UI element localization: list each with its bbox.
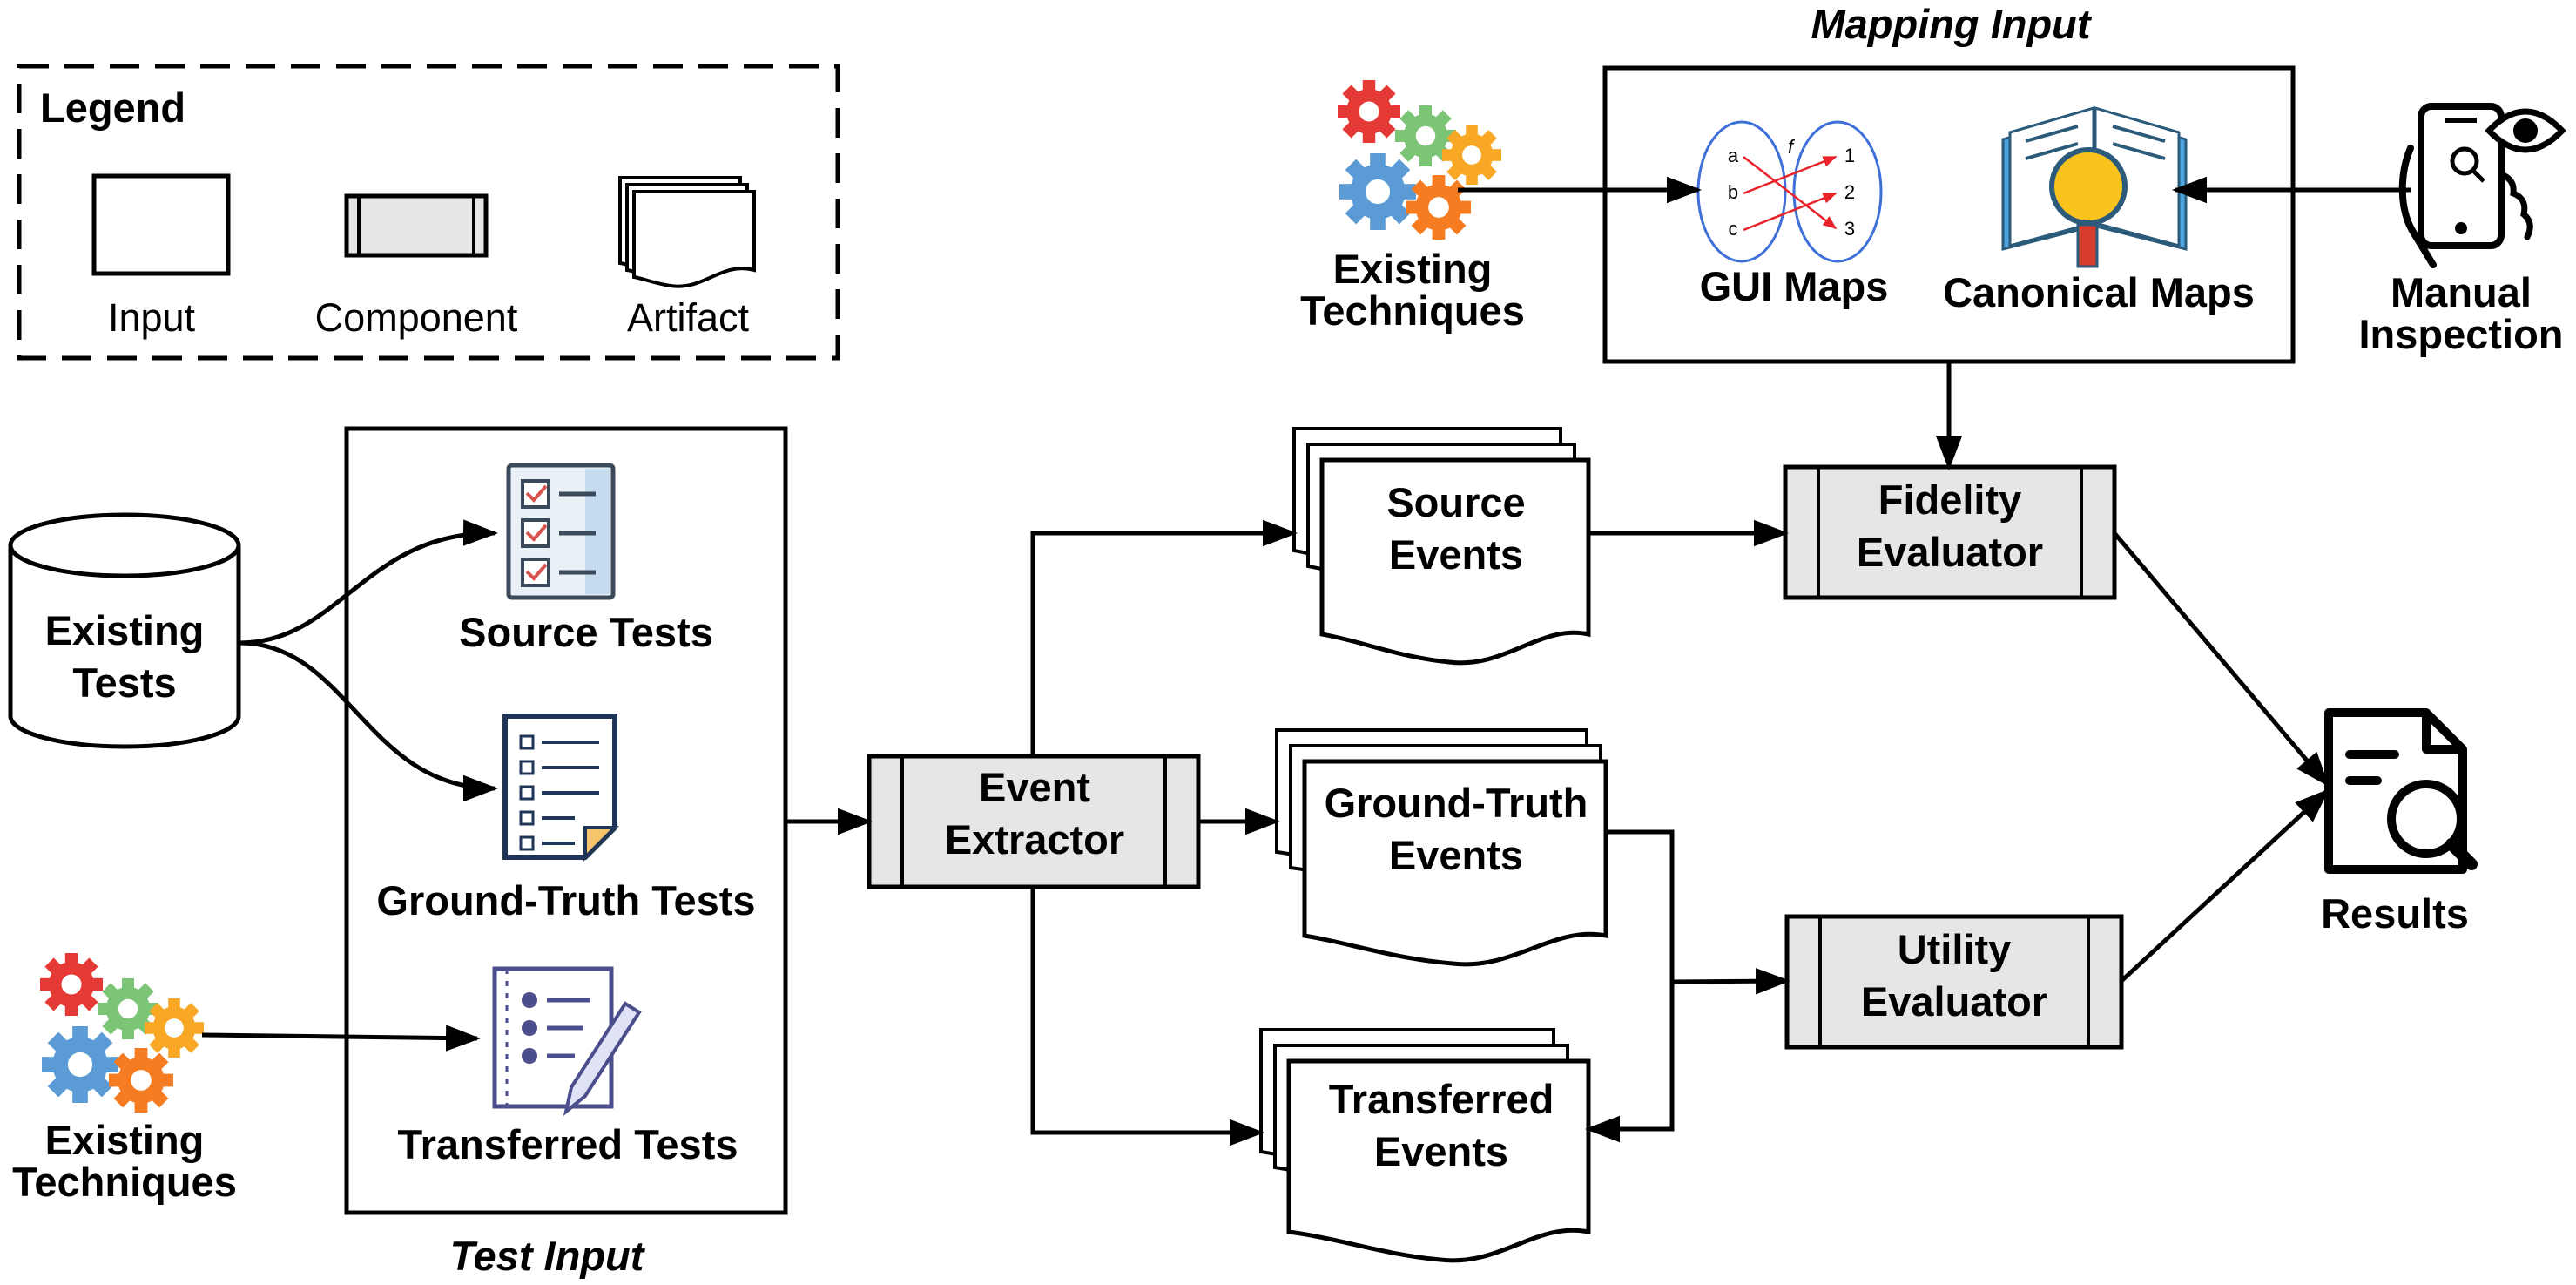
utility-evaluator-label-2: Evaluator bbox=[1861, 978, 2047, 1025]
mapping-input-group: Mapping Input a b c 1 2 3 f GUI Maps bbox=[1602, 1, 2296, 364]
function-mapping-icon: a b c 1 2 3 f bbox=[1696, 120, 1883, 263]
event-extractor-label-2: Extractor bbox=[945, 816, 1124, 862]
existing-techniques-top: Existing Techniques bbox=[1300, 80, 1525, 334]
map-right-1: 1 bbox=[1844, 145, 1855, 166]
utility-evaluator-component: Utility Evaluator bbox=[1784, 914, 2124, 1050]
source-events-label-1: Source bbox=[1386, 479, 1525, 525]
fidelity-evaluator-label-1: Fidelity bbox=[1878, 477, 2022, 523]
existing-tests-label-2: Tests bbox=[72, 659, 176, 706]
arrow-to-utility-evaluator bbox=[1671, 968, 1790, 995]
existing-techniques-left-label-1: Existing bbox=[45, 1117, 205, 1163]
utility-evaluator-label-1: Utility bbox=[1898, 926, 2012, 972]
mapping-input-box bbox=[1602, 65, 2296, 364]
legend-artifact-shape bbox=[618, 176, 756, 288]
arrow-utility-to-results bbox=[2120, 788, 2330, 983]
arrow-techniques-to-transferred-tests bbox=[201, 1025, 481, 1052]
ground-truth-events-label-1: Ground-Truth bbox=[1325, 780, 1588, 826]
existing-techniques-left: Existing Techniques bbox=[12, 953, 237, 1205]
ground-truth-events-artifact: Ground-Truth Events bbox=[1275, 728, 1608, 967]
existing-techniques-top-label-1: Existing bbox=[1333, 246, 1493, 292]
source-tests-label: Source Tests bbox=[459, 609, 713, 655]
map-function-f: f bbox=[1788, 136, 1796, 158]
manual-inspection-label-1: Manual bbox=[2391, 269, 2532, 315]
checklist-icon bbox=[506, 463, 616, 600]
legend-title: Legend bbox=[40, 85, 185, 131]
test-input-title: Test Input bbox=[450, 1233, 646, 1279]
legend-artifact-label: Artifact bbox=[627, 295, 750, 340]
fidelity-evaluator-component: Fidelity Evaluator bbox=[1783, 464, 2117, 600]
phone-eye-icon bbox=[2398, 103, 2566, 268]
transferred-events-label-1: Transferred bbox=[1329, 1076, 1554, 1122]
legend: Legend Input Component Artifact bbox=[17, 64, 840, 361]
document-list-icon bbox=[502, 714, 619, 862]
fidelity-evaluator-label-2: Evaluator bbox=[1857, 529, 2043, 575]
map-right-2: 2 bbox=[1844, 181, 1855, 203]
legend-border bbox=[17, 64, 840, 361]
existing-techniques-top-label-2: Techniques bbox=[1300, 287, 1525, 334]
ground-truth-events-label-2: Events bbox=[1389, 832, 1523, 878]
arrow-extractor-to-transferred-events bbox=[1030, 887, 1264, 1146]
book-magnifier-icon bbox=[2001, 106, 2188, 268]
event-extractor-component: Event Extractor bbox=[867, 754, 1201, 889]
results-output: Results bbox=[2321, 708, 2478, 937]
transferred-tests-label: Transferred Tests bbox=[398, 1121, 738, 1167]
map-left-b: b bbox=[1728, 181, 1738, 203]
existing-tests-label-1: Existing bbox=[45, 607, 205, 653]
results-label: Results bbox=[2321, 890, 2469, 937]
arrow-extractor-to-source-events bbox=[1030, 519, 1298, 756]
transferred-events-artifact: Transferred Events bbox=[1259, 1028, 1591, 1263]
legend-component-label: Component bbox=[315, 295, 518, 340]
mapping-input-title: Mapping Input bbox=[1811, 1, 2092, 47]
canonical-maps-label: Canonical Maps bbox=[1943, 269, 2255, 315]
ground-truth-tests-label: Ground-Truth Tests bbox=[376, 877, 755, 923]
gui-maps-label: GUI Maps bbox=[1700, 263, 1889, 309]
arrow-existing-tests-to-ground-truth-tests bbox=[239, 640, 498, 802]
map-left-a: a bbox=[1728, 145, 1739, 166]
test-input-group: Test Input Source Tests bbox=[344, 426, 788, 1279]
existing-techniques-left-label-2: Techniques bbox=[12, 1159, 237, 1205]
map-left-c: c bbox=[1729, 218, 1738, 240]
edit-checklist-icon bbox=[492, 966, 642, 1117]
legend-input-label: Input bbox=[108, 295, 196, 340]
gears-icon bbox=[40, 953, 204, 1113]
source-events-label-2: Events bbox=[1389, 531, 1523, 578]
source-events-artifact: Source Events bbox=[1292, 427, 1591, 666]
connectors bbox=[201, 176, 2411, 1146]
gears-icon bbox=[1338, 80, 1501, 240]
document-search-icon bbox=[2324, 708, 2478, 874]
legend-input-shape bbox=[91, 173, 231, 276]
map-right-3: 3 bbox=[1844, 218, 1855, 240]
transferred-events-label-2: Events bbox=[1374, 1128, 1508, 1174]
arrow-fidelity-to-results bbox=[2113, 531, 2330, 788]
event-extractor-label-1: Event bbox=[979, 764, 1090, 810]
manual-inspection-label-2: Inspection bbox=[2358, 311, 2563, 357]
existing-tests-input: Existing Tests bbox=[8, 512, 241, 749]
manual-inspection-input: Manual Inspection bbox=[2358, 103, 2566, 357]
arrow-existing-tests-to-source-tests bbox=[239, 519, 498, 646]
legend-component-shape bbox=[344, 193, 489, 258]
